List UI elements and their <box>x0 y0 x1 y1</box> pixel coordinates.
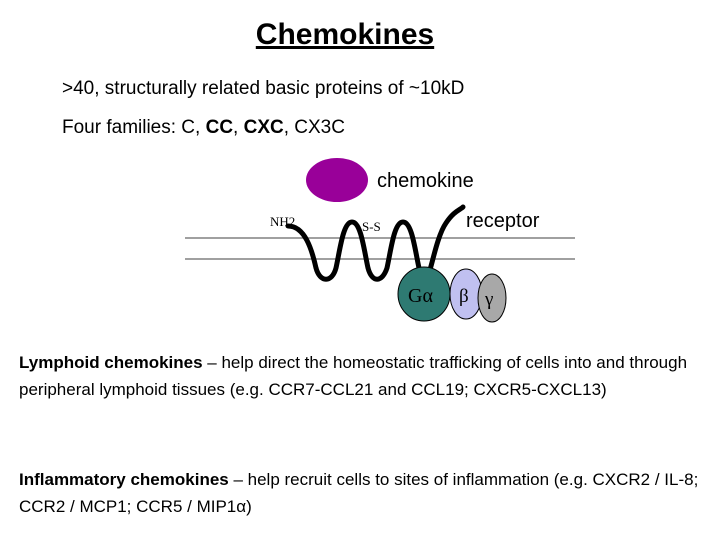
families-suffix: , CX3C <box>283 117 345 138</box>
receptor-serpentine <box>285 204 466 282</box>
families-separator: , <box>233 117 244 138</box>
lymphoid-heading: Lymphoid chemokines <box>19 353 203 372</box>
receptor-label: receptor <box>466 210 540 232</box>
gamma-label: γ <box>484 289 493 310</box>
family-cxc: CXC <box>243 117 284 138</box>
families-prefix: Four families: C, <box>62 117 206 138</box>
disulfide-label: S-S <box>362 219 381 234</box>
nh2-label: NH2 <box>270 214 295 229</box>
page-title: Chemokines <box>255 18 435 51</box>
families-line: Four families: C, CC, CXC, CX3C <box>62 117 345 139</box>
inflammatory-paragraph: Inflammatory chemokines – help recruit c… <box>19 466 709 520</box>
inflammatory-text: – help recruit cells to sites of inflamm… <box>19 470 699 516</box>
chemokine-ligand <box>306 158 368 202</box>
g-alpha-label: Gα <box>408 285 433 307</box>
description-line: >40, structurally related basic proteins… <box>62 78 465 99</box>
inflammatory-heading: Inflammatory chemokines <box>19 470 229 489</box>
family-cc: CC <box>205 117 234 138</box>
chemokine-label: chemokine <box>377 170 474 192</box>
lymphoid-paragraph: Lymphoid chemokines – help direct the ho… <box>19 349 709 403</box>
gamma-subunit <box>477 273 507 323</box>
lymphoid-text: – help direct the homeostatic traffickin… <box>19 353 688 399</box>
beta-label: β <box>459 286 469 307</box>
